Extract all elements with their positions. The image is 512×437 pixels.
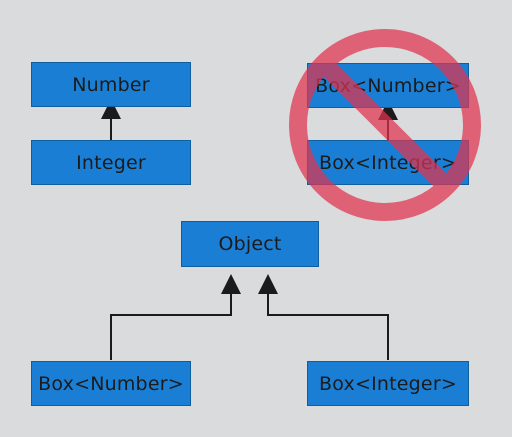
integer-box: Integer	[31, 140, 191, 185]
object-box-label: Object	[218, 233, 282, 255]
box-integer-box-bottom: Box<Integer>	[307, 361, 469, 406]
object-box: Object	[181, 221, 319, 267]
box-number-to-object-arrow	[110, 274, 241, 360]
integer-box-label: Integer	[76, 151, 146, 174]
box-number-box-bottom: Box<Number>	[31, 361, 191, 406]
box-integer-to-object-arrow	[258, 274, 389, 360]
number-box: Number	[31, 62, 191, 107]
box-integer-label-bottom: Box<Integer>	[319, 372, 457, 395]
number-box-label: Number	[72, 73, 150, 96]
box-number-label-bottom: Box<Number>	[38, 372, 184, 395]
